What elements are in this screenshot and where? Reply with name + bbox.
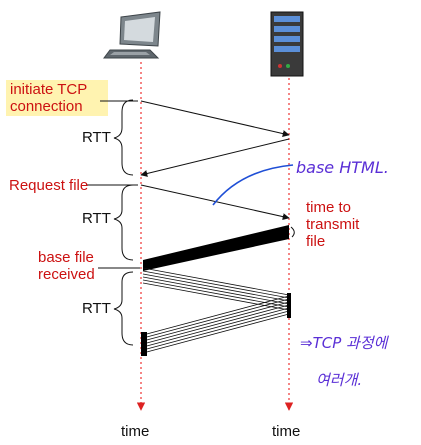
rtt-brace-3	[113, 271, 134, 346]
label-highlight	[6, 80, 108, 116]
rtt-label-3: RTT	[82, 300, 111, 317]
syn-arrow	[140, 100, 290, 138]
request-file-label: Request file	[9, 177, 88, 194]
base-file-transmission	[143, 225, 289, 271]
time-to-transmit-label: time to transmit file	[306, 199, 364, 250]
synack-arrow	[140, 138, 290, 177]
desktop-computer-icon	[103, 11, 161, 59]
handwritten-base-html: base HTML.	[296, 158, 389, 177]
client-time-label: time	[121, 423, 149, 440]
parallel-requests	[142, 267, 290, 311]
parallel-responses	[142, 295, 290, 354]
rtt-brace-1	[113, 99, 134, 176]
rtt-brace-2	[113, 184, 134, 261]
base-file-received-label: base file received	[38, 249, 98, 283]
server-time-label: time	[272, 423, 300, 440]
initiate-label: initiate TCP connection	[10, 81, 91, 115]
rtt-label-1: RTT	[82, 129, 111, 146]
server-tower-icon	[270, 11, 304, 77]
handwritten-note: ⇒TCP 과정에 여러개.	[300, 334, 392, 389]
handwritten-pointer	[212, 164, 294, 206]
rtt-label-2: RTT	[82, 210, 111, 227]
